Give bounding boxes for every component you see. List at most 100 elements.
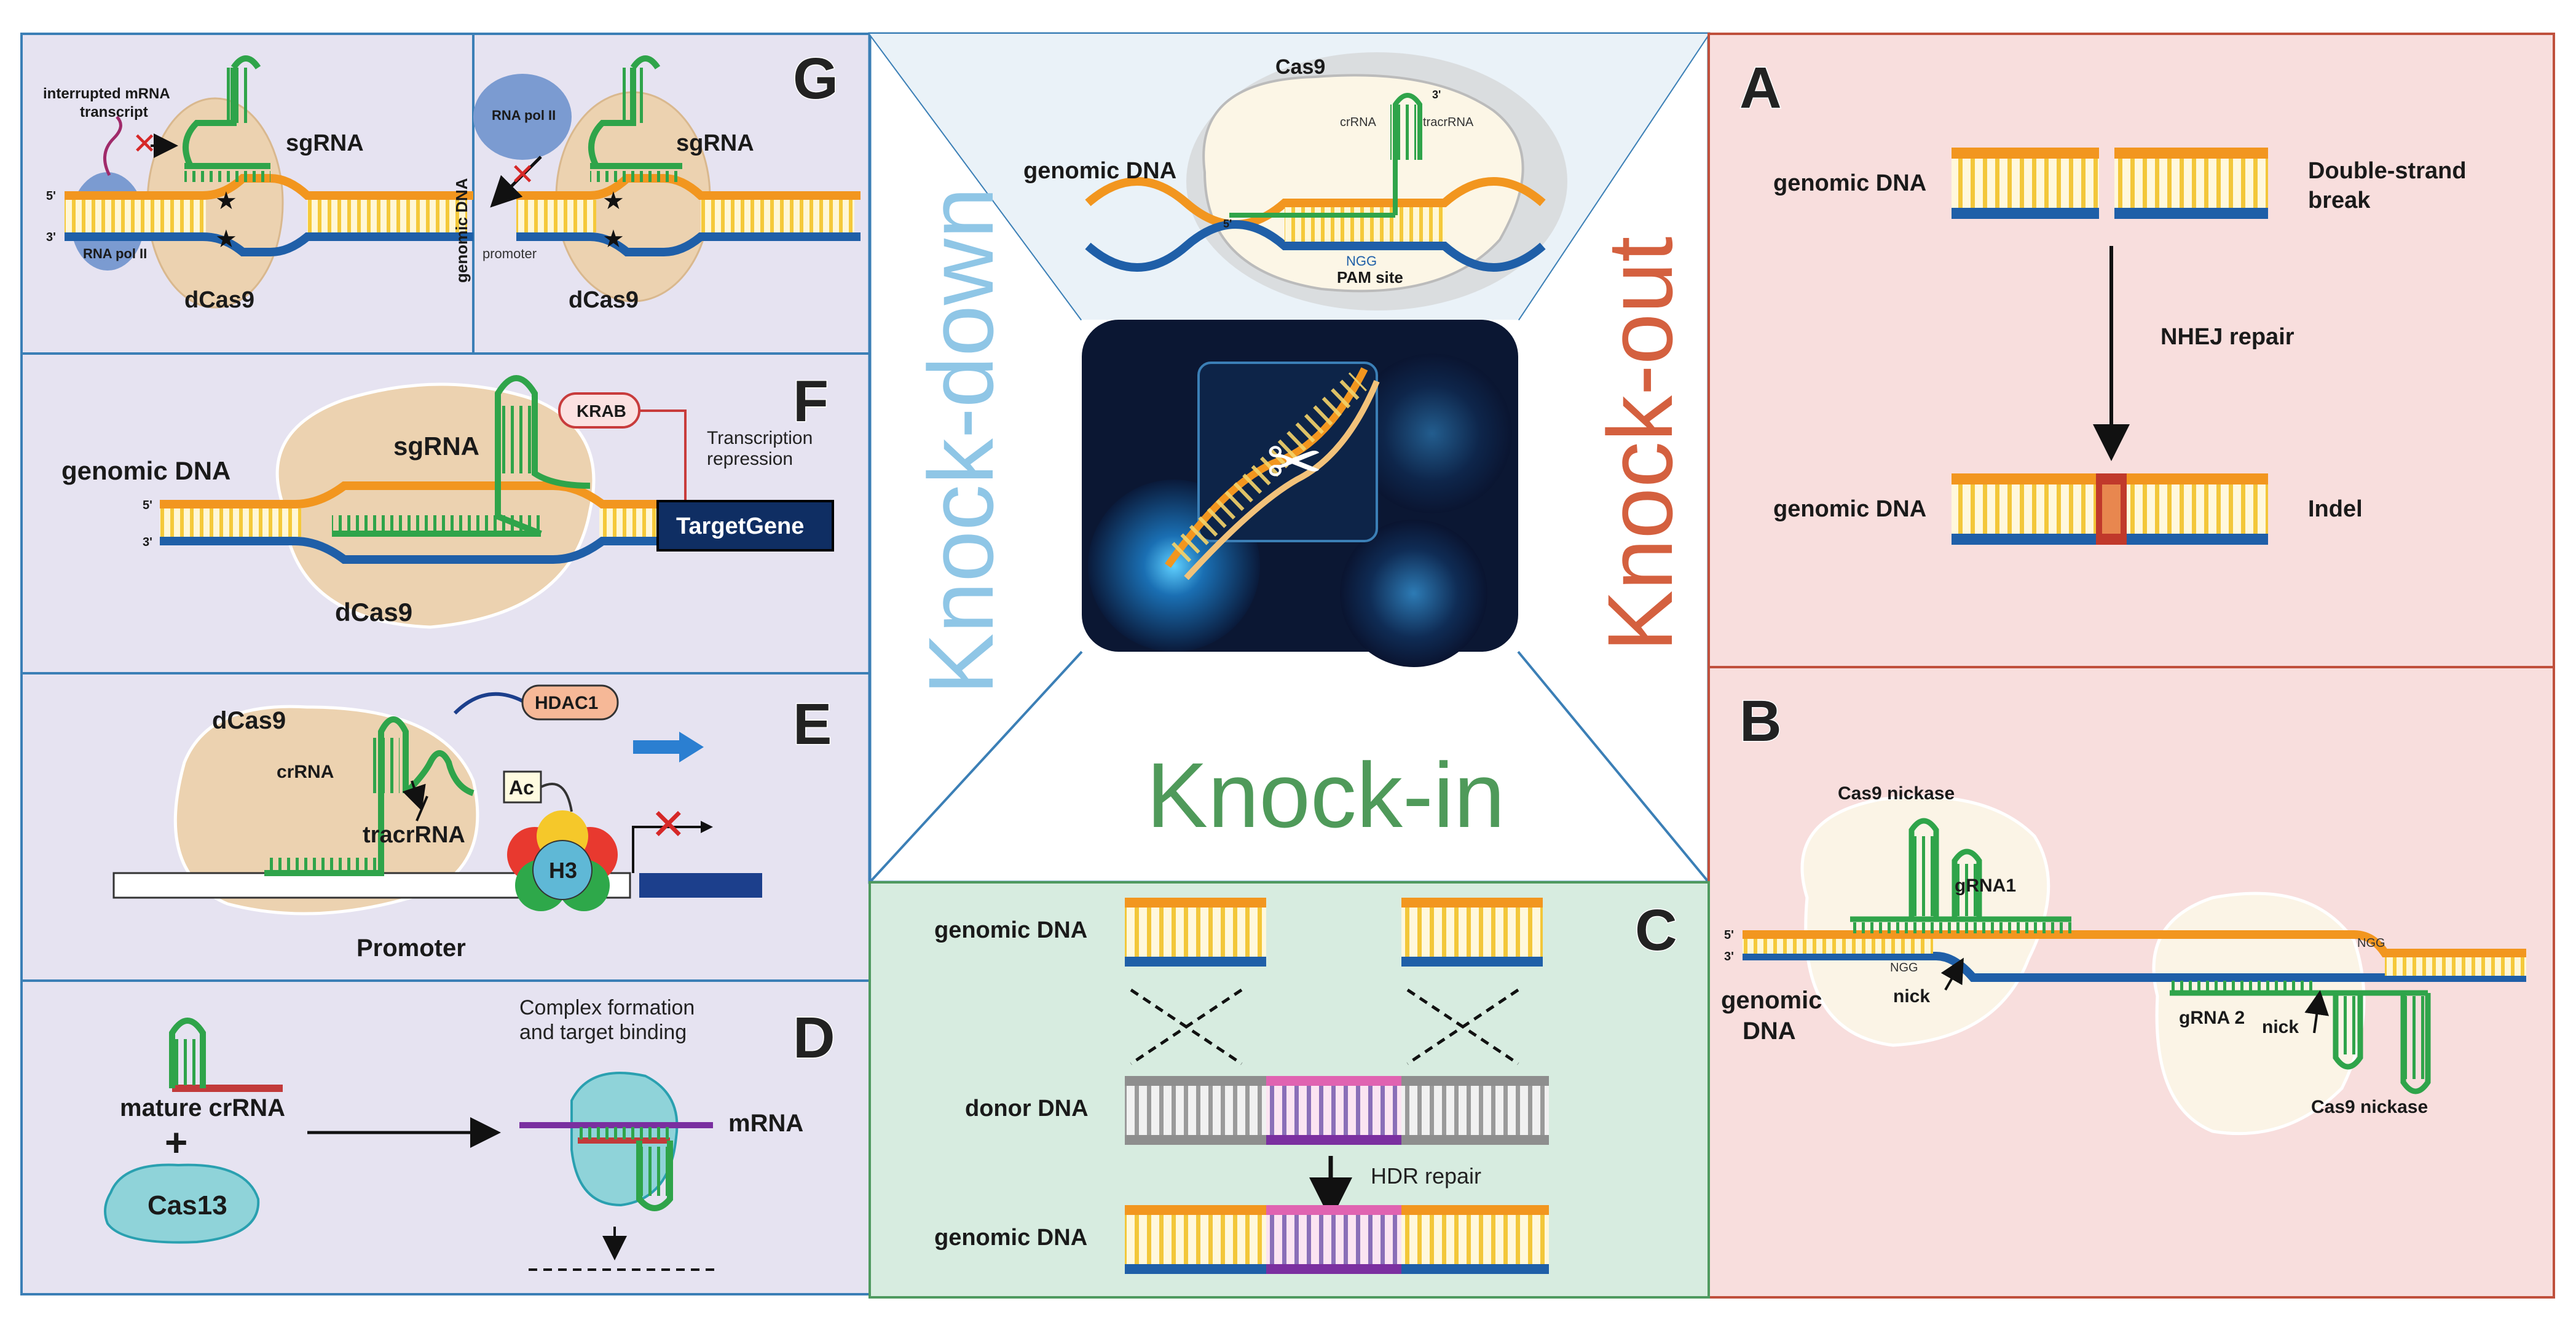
panel-letter-e: E — [793, 692, 832, 757]
panel-letter-d: D — [793, 1005, 835, 1070]
label-sgrna: sgRNA — [393, 432, 479, 461]
label-3-prime: 3' — [1724, 950, 1734, 963]
label-3-prime: 3' — [1432, 89, 1441, 101]
panel-c: C genomic DNA donor DNA HDR repair genom… — [869, 881, 1710, 1299]
label-dcas9-left: dCas9 — [184, 287, 254, 313]
label-tracrrna: tracrRNA — [363, 822, 465, 848]
panel-f: F KRAB Transcription repression TargetGe… — [20, 352, 871, 674]
label-rna-pol-right: RNA pol II — [492, 108, 556, 123]
label-genomic-dna-vertical: genomic DNA — [452, 178, 471, 283]
star-icon: ★ — [215, 226, 237, 253]
panel-letter-f: F — [793, 369, 829, 434]
label-cas13: Cas13 — [148, 1190, 227, 1220]
label-repression-1: Transcription — [707, 428, 813, 448]
hdac1-protein — [521, 684, 619, 721]
label-5-prime: 5' — [46, 189, 56, 203]
label-repression-2: repression — [707, 449, 793, 469]
label-knockout: Knock-out — [1588, 237, 1692, 652]
label-ngg: NGG — [1346, 253, 1377, 269]
label-donor-dna: donor DNA — [965, 1096, 1089, 1121]
label-nick-2: nick — [2262, 1017, 2299, 1037]
target-gene-box — [656, 500, 834, 552]
label-hdac1: HDAC1 — [535, 693, 598, 713]
label-krab: KRAB — [577, 401, 626, 421]
cell-nucleus — [1340, 520, 1487, 667]
label-genomic-2: DNA — [1743, 1018, 1796, 1045]
label-5-prime: 5' — [143, 499, 152, 512]
label-knockin: Knock-in — [1146, 743, 1505, 847]
label-plus: + — [165, 1120, 187, 1165]
label-cas9-nickase-1: Cas9 nickase — [1838, 783, 1955, 804]
panel-d: D mature crRNA + Cas13 Complex formation… — [20, 979, 871, 1295]
label-genomic-dna-bottom: genomic DNA — [934, 1225, 1087, 1251]
label-knockdown: Knock-down — [909, 188, 1012, 695]
label-cas9-nickase-2: Cas9 nickase — [2311, 1097, 2428, 1117]
cas13-shape — [104, 1163, 260, 1244]
label-cas9: Cas9 — [1275, 55, 1325, 79]
label-ac: Ac — [509, 777, 534, 799]
label-sgrna-right: sgRNA — [676, 130, 754, 156]
h3-histone — [532, 840, 593, 900]
label-complex-1: Complex formation — [519, 996, 695, 1019]
label-interrupted-1: interrupted mRNA — [43, 85, 170, 102]
label-3-prime: 3' — [46, 231, 56, 244]
label-grna2: gRNA 2 — [2179, 1008, 2245, 1028]
label-promoter: promoter — [483, 246, 537, 261]
label-5-prime: 5' — [1724, 928, 1734, 942]
label-crrna: crRNA — [277, 762, 334, 782]
label-genomic-dna: genomic DNA — [61, 456, 230, 485]
label-hdr-repair: HDR repair — [1371, 1163, 1481, 1188]
label-pam-site: PAM site — [1337, 268, 1403, 287]
label-target-gene: TargetGene — [676, 513, 804, 539]
label-complex-2: and target binding — [519, 1021, 687, 1044]
label-grna1: gRNA1 — [1955, 876, 2016, 896]
label-dsb-2: break — [2308, 188, 2371, 213]
label-dsb-1: Double-strand — [2308, 158, 2467, 184]
cross-mark-icon: ✕ — [650, 801, 687, 848]
label-3-prime: 3' — [143, 536, 152, 549]
cell-nucleus — [1352, 354, 1512, 513]
panel-letter-b: B — [1739, 689, 1782, 754]
label-genomic-dna: genomic DNA — [1023, 158, 1176, 184]
panel-g: G ★ ★ ✕ interrupted mRNA transcript sgRN… — [20, 33, 871, 355]
label-genomic-1: genomic — [1721, 987, 1822, 1014]
center-panel: Knock-down Knock-out Knock-in Cas9 genom… — [868, 32, 1711, 884]
label-genomic-dna-top: genomic DNA — [934, 917, 1087, 943]
cross-mark-icon: ✕ — [510, 159, 535, 191]
cross-mark-icon: ✕ — [132, 128, 157, 160]
label-h3: H3 — [549, 858, 577, 883]
panel-letter-g: G — [793, 46, 838, 111]
label-rna-pol-left: RNA pol II — [83, 246, 147, 261]
label-dcas9: dCas9 — [335, 598, 412, 627]
cas9-nickase-shape — [2152, 892, 2366, 1136]
label-5-prime: 5' — [1223, 218, 1232, 230]
panel-a: A genomic DNA Double-strand break NHEJ r… — [1707, 33, 2555, 668]
panel-e: E HDAC1 Ac H3 ✕ dCas9 crRNA tracrRNA Pro… — [20, 672, 871, 982]
label-dcas9: dCas9 — [212, 707, 286, 734]
label-promoter: Promoter — [356, 935, 466, 962]
star-icon: ★ — [602, 188, 624, 215]
label-dcas9-right: dCas9 — [569, 287, 639, 313]
label-interrupted-2: transcript — [80, 104, 148, 121]
label-tracrrna: tracrRNA — [1423, 116, 1474, 129]
gene-body-bar — [639, 873, 762, 898]
label-genomic-dna-2: genomic DNA — [1773, 496, 1926, 522]
label-mature-crrna: mature crRNA — [120, 1094, 285, 1121]
label-nick-1: nick — [1893, 986, 1930, 1007]
label-crrna: crRNA — [1340, 116, 1377, 129]
label-nhej-repair: NHEJ repair — [2160, 324, 2294, 350]
star-icon: ★ — [602, 226, 624, 253]
star-icon: ★ — [215, 188, 237, 215]
label-sgrna-left: sgRNA — [286, 130, 364, 156]
label-ngg-left: NGG — [1890, 961, 1918, 975]
label-mrna: mRNA — [728, 1110, 803, 1137]
panel-letter-c: C — [1635, 898, 1677, 963]
label-genomic-dna-1: genomic DNA — [1773, 170, 1926, 196]
panel-b: B Cas9 nickase gRNA1 NGG nick genomic DN… — [1707, 666, 2555, 1299]
rna-pol-ii-shape — [473, 74, 572, 160]
label-indel: Indel — [2308, 496, 2363, 522]
panel-letter-a: A — [1739, 55, 1782, 121]
label-ngg-right: NGG — [2357, 936, 2385, 950]
scissors-icon: ✂ — [1266, 425, 1323, 500]
